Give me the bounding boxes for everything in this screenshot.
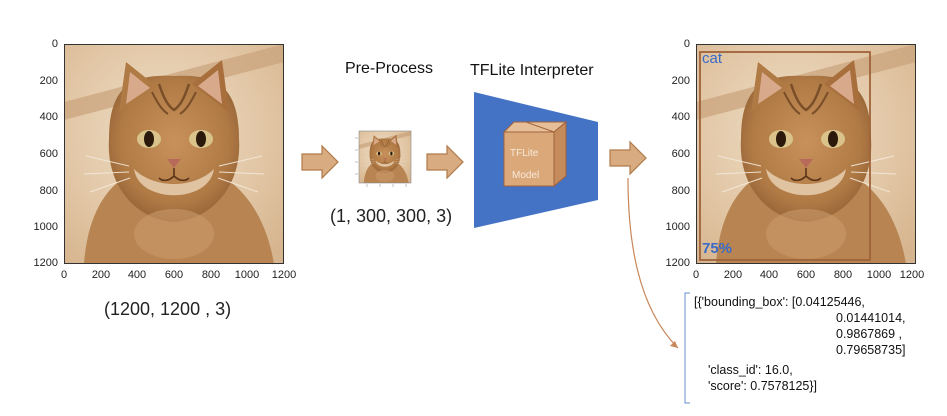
input-x-tick: 1000: [234, 269, 260, 281]
input-y-tick: 0: [51, 38, 58, 50]
result-line: 0.01441014,: [836, 311, 906, 325]
input-x-tick: 200: [91, 269, 111, 281]
model-label-line2: Model: [512, 170, 540, 181]
result-line: 'score': 0.7578125}]: [708, 379, 818, 393]
input-y-tick: 800: [39, 185, 58, 197]
output-y-tick: 400: [671, 111, 690, 123]
input-y-tick: 200: [39, 75, 58, 87]
flow-arrow-icon: [426, 145, 464, 179]
model-label-line1: TFLite: [510, 148, 539, 159]
output-y-tick: 1000: [665, 221, 690, 233]
input-y-tick: 600: [39, 148, 58, 160]
output-x-tick: 1200: [899, 269, 925, 281]
interpreter-title: TFLite Interpreter: [470, 62, 594, 79]
input-cat-image: [64, 44, 284, 264]
result-line: 0.9867869 ,: [836, 327, 903, 341]
output-y-tick: 1200: [665, 257, 690, 269]
output-x-tick: 200: [723, 269, 743, 281]
result-bracket: [684, 292, 690, 404]
output-x-tick: 0: [692, 269, 700, 281]
detection-bounding-box: [699, 51, 871, 261]
preprocess-shape-caption: (1, 300, 300, 3): [330, 206, 453, 226]
input-y-tick: 1200: [33, 257, 58, 269]
flow-arrow-icon: [609, 141, 647, 175]
input-x-tick: 600: [164, 269, 184, 281]
output-cat-image: [696, 44, 916, 264]
input-image-panel: 0 200 400 600 800 1000 1200 0 200 400 60…: [0, 0, 300, 290]
input-x-tick: 800: [201, 269, 221, 281]
output-x-tick: 1000: [866, 269, 892, 281]
result-connector: [627, 177, 679, 349]
result-line: 0.79658735]: [836, 343, 906, 357]
input-y-tick: 400: [39, 111, 58, 123]
output-y-tick: 800: [671, 185, 690, 197]
output-y-tick: 200: [671, 75, 690, 87]
result-line: 'class_id': 16.0,: [708, 363, 793, 377]
input-x-tick: 400: [127, 269, 147, 281]
flow-arrow-icon: [301, 145, 339, 179]
input-x-tick: 0: [60, 269, 68, 281]
model-cube-icon: [502, 120, 568, 188]
output-x-tick: 400: [759, 269, 779, 281]
interpreter-funnel: [474, 92, 598, 228]
detection-class-label: cat: [702, 50, 723, 67]
preprocess-title: Pre-Process: [345, 60, 434, 77]
output-y-tick: 600: [671, 148, 690, 160]
preprocessed-thumbnail: [352, 128, 414, 188]
output-y-tick: 0: [683, 38, 690, 50]
output-x-tick: 800: [833, 269, 853, 281]
input-y-tick: 1000: [33, 221, 58, 233]
result-line: [{'bounding_box': [0.04125446,: [694, 295, 865, 309]
input-shape-caption: (1200, 1200 , 3): [104, 299, 232, 319]
detection-score-label: 75%: [702, 240, 733, 257]
output-image-panel: cat 75% 0 200 400 600 800 1000 1200 0 20…: [650, 0, 947, 290]
output-x-tick: 600: [796, 269, 816, 281]
input-x-tick: 1200: [271, 269, 297, 281]
